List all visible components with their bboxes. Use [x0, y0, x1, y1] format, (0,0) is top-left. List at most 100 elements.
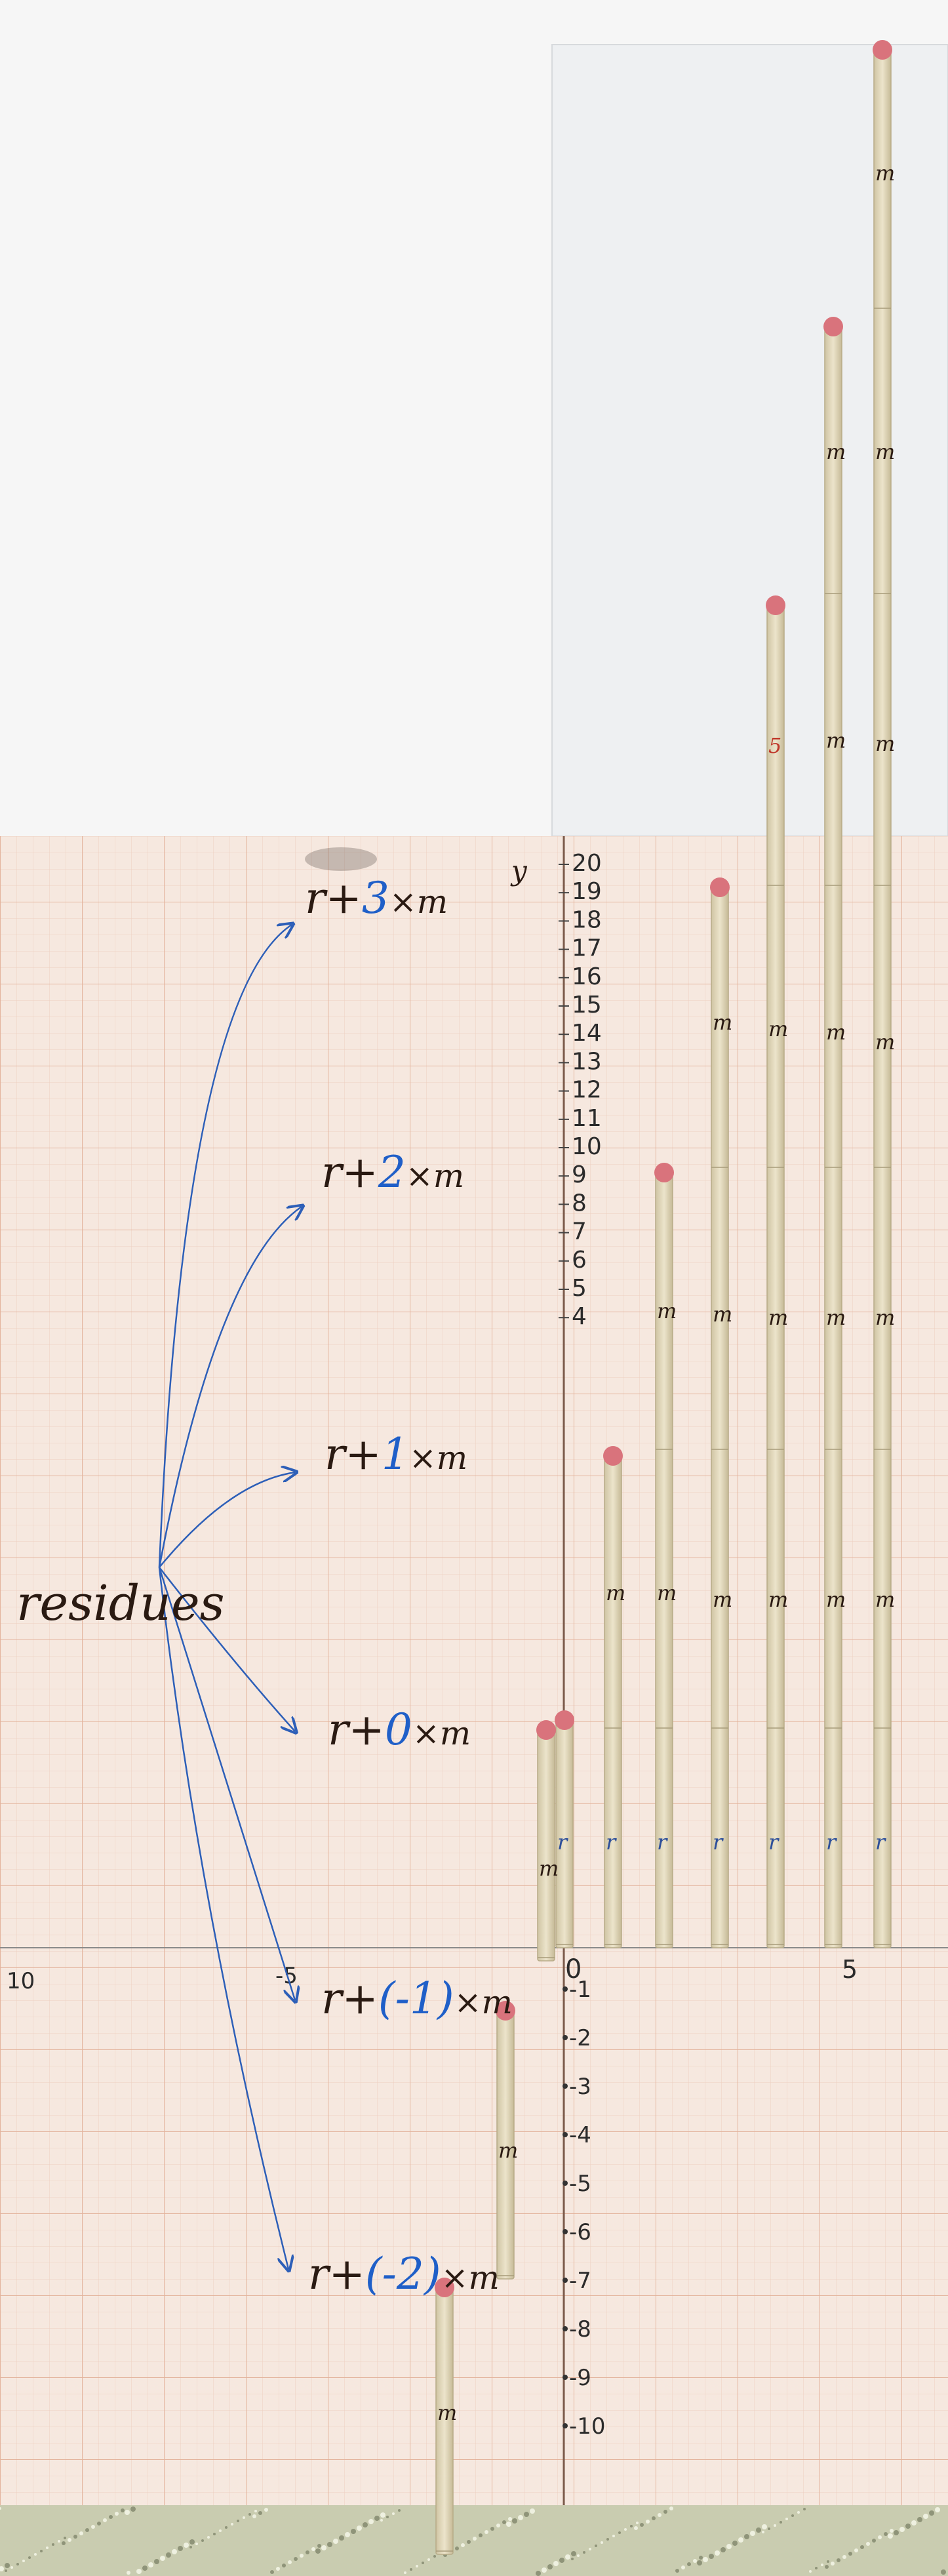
residues-label: residues — [16, 1575, 225, 1632]
stick-letter: m — [437, 2400, 457, 2425]
residue-arrow — [158, 1567, 288, 2269]
stick-letter: r — [875, 1830, 886, 1855]
stick-letter: m — [875, 1305, 895, 1330]
y-tick-label: 9 — [572, 1161, 587, 1188]
stick-letter: m — [713, 1587, 732, 1612]
y-tick-label: 17 — [572, 935, 602, 962]
matchstick: m m r — [654, 1163, 677, 1948]
match-head — [873, 40, 892, 60]
stick-letter: m — [498, 2138, 518, 2163]
stick-letter: r — [606, 1830, 617, 1855]
matchstick: m — [496, 2001, 518, 2280]
stick-letter: m — [657, 1580, 677, 1605]
y-tick-label-negative: -8 — [569, 2316, 591, 2343]
match-head — [536, 1720, 556, 1740]
y-tick-label-negative: -3 — [569, 2074, 591, 2100]
stick-letter: m — [875, 161, 895, 186]
stick-letter: m — [826, 1587, 846, 1612]
expression-label: r+0×m — [328, 1704, 471, 1755]
y-tick-label: 20 — [572, 850, 602, 877]
expression-label: r+1×m — [325, 1429, 467, 1479]
y-tick-label: 18 — [572, 906, 602, 933]
y-axis-label: y — [510, 855, 528, 887]
match-head — [603, 1446, 623, 1466]
y-tick-label-negative: -10 — [569, 2413, 606, 2440]
stick-letter: r — [657, 1830, 668, 1855]
residue-arrow — [159, 1472, 295, 1568]
expression-label: r+(-1)×m — [321, 1973, 513, 2024]
y-tick-label: 8 — [572, 1190, 587, 1217]
match-head — [496, 2001, 515, 2021]
stick-letter: m — [826, 439, 846, 464]
match-head — [766, 595, 785, 615]
expression-label: r+3×m — [305, 873, 448, 923]
y-tick-label: 4 — [572, 1303, 587, 1330]
x-label-left-far: 10 — [7, 1968, 35, 1994]
y-tick-label: 19 — [572, 878, 602, 905]
y-tick-label: 11 — [572, 1105, 602, 1132]
matchstick: m m m m m r — [823, 317, 846, 1948]
y-tick-label: 15 — [572, 992, 602, 1018]
y-tick-label: 5 — [572, 1275, 587, 1302]
stick-letter: m — [875, 1030, 895, 1055]
match-head — [555, 1710, 574, 1730]
matchstick: mr — [603, 1446, 625, 1948]
y-tick-label: 13 — [572, 1048, 602, 1075]
residue-arrow — [158, 925, 292, 1568]
stick-letter: r — [557, 1830, 568, 1855]
y-tick-label-negative: -9 — [569, 2365, 591, 2391]
stick-letter: m — [768, 1587, 788, 1612]
y-tick-label: 6 — [572, 1247, 587, 1274]
stick-letter: m — [875, 439, 895, 464]
x-label-origin: 0 — [565, 1954, 582, 1984]
match-head — [823, 317, 843, 336]
stick-letter: m — [875, 731, 895, 756]
y-tick-label: 16 — [572, 963, 602, 990]
matchstick: r — [555, 1710, 574, 1948]
table-surface — [0, 2505, 948, 2576]
stick-letter: m — [875, 1587, 895, 1612]
match-head — [435, 2278, 454, 2297]
match-head — [710, 877, 730, 897]
x-label-left: -5 — [275, 1963, 298, 1989]
residue-arrow — [158, 1207, 302, 1568]
y-tick-label: 12 — [572, 1077, 602, 1104]
stick-letter: m — [539, 1856, 559, 1881]
match-head — [654, 1163, 674, 1182]
y-tick-label-negative: -4 — [569, 2122, 591, 2148]
stick-letter: m — [713, 1302, 732, 1327]
matchstick: 5 m m m r — [766, 595, 788, 1948]
stick-letter: m — [657, 1298, 677, 1323]
y-tick-label-negative: -5 — [569, 2171, 591, 2197]
stick-letter: m — [826, 1305, 846, 1330]
y-tick-label: 10 — [572, 1133, 602, 1160]
matchstick: m — [435, 2278, 457, 2555]
expression-label: r+2×m — [321, 1147, 464, 1197]
y-tick-label-negative: -1 — [569, 1977, 591, 2003]
stick-letter: r — [713, 1830, 724, 1855]
stick-letter: r — [826, 1830, 837, 1855]
stick-letter: 5 — [768, 733, 781, 758]
stick-letter: m — [826, 1020, 846, 1045]
x-label-right: 5 — [842, 1955, 858, 1984]
stick-letter: r — [768, 1830, 780, 1855]
y-tick-label-negative: -2 — [569, 2025, 591, 2051]
stick-letter: m — [826, 728, 846, 753]
y-tick-label: 7 — [572, 1218, 587, 1245]
y-tick-label: 14 — [572, 1020, 602, 1047]
y-tick-label-negative: -6 — [569, 2219, 591, 2245]
stick-letter: m — [606, 1580, 625, 1605]
expression-label: r+(-2)×m — [308, 2249, 500, 2299]
residue-arrow — [158, 1567, 295, 2000]
stick-letter: m — [768, 1305, 788, 1330]
matchstick: m — [536, 1720, 559, 1962]
y-tick-label-negative: -7 — [569, 2268, 591, 2294]
residue-arrow — [159, 1567, 295, 1731]
matchstick: m m m m m m r — [873, 40, 895, 1948]
smudge — [305, 847, 377, 871]
stick-letter: m — [768, 1016, 788, 1041]
matchstick: m m m r — [710, 877, 732, 1948]
stick-letter: m — [713, 1010, 732, 1035]
